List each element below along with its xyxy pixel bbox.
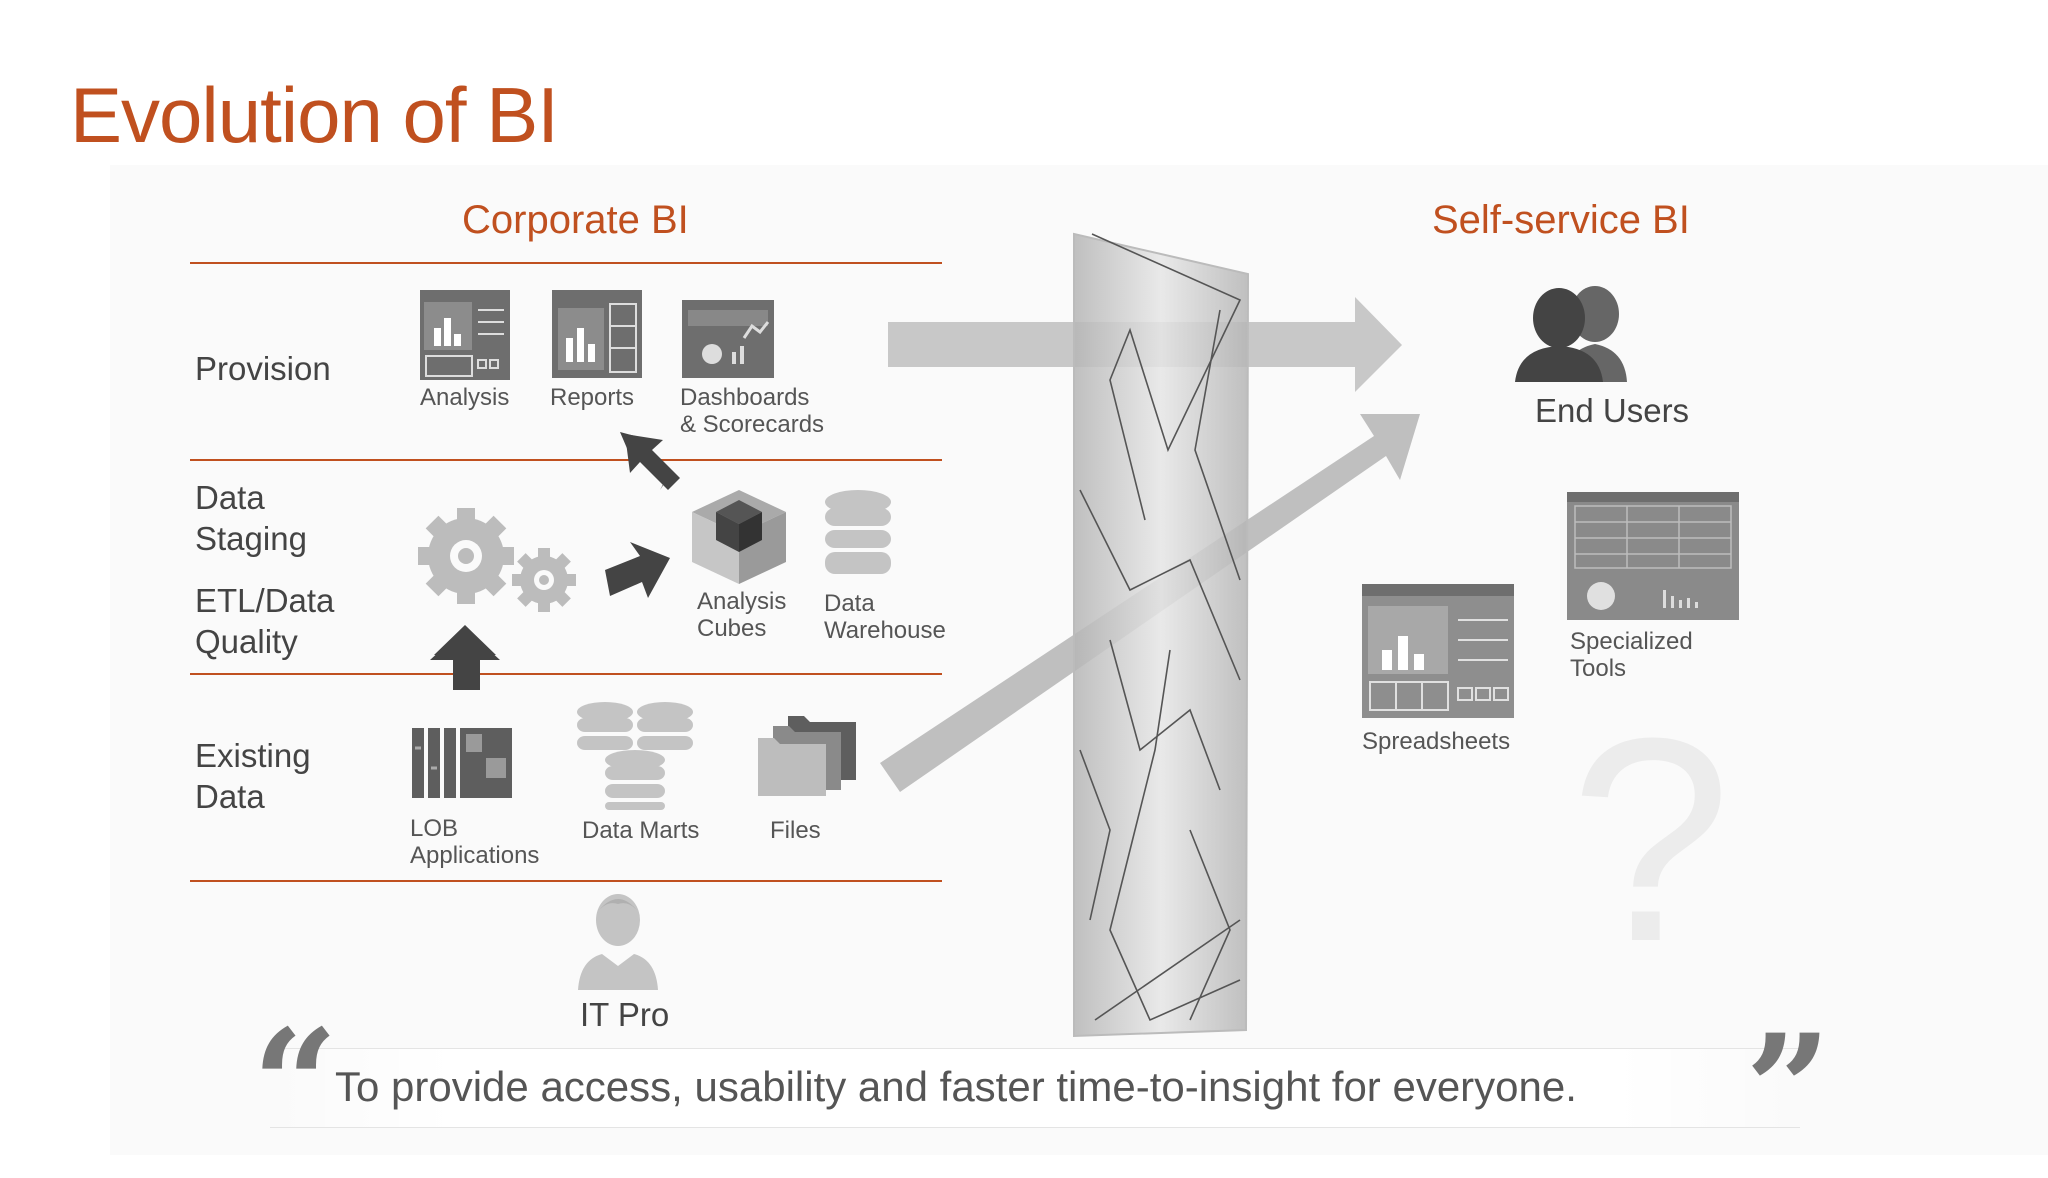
arrow-up-icon — [430, 628, 500, 690]
analysis-cubes-label: Analysis Cubes — [697, 588, 787, 642]
data-marts-label: Data Marts — [582, 817, 700, 844]
slide-title: Evolution of BI — [70, 71, 559, 159]
data-warehouse-icon — [825, 490, 891, 574]
quote-text: To provide access, usability and faster … — [335, 1063, 1577, 1110]
it-pro-person-icon — [578, 894, 658, 990]
reports-label: Reports — [550, 384, 635, 411]
end-users-icon — [1515, 286, 1627, 382]
open-quote-mark: “ — [252, 997, 339, 1173]
row-label-existing-data: Existing Data — [195, 737, 311, 815]
self-service-bi-heading: Self-service BI — [1432, 198, 1690, 242]
specialized-tools-label: Specialized Tools — [1570, 628, 1693, 682]
reports-icon — [552, 290, 642, 378]
flow-arrows — [430, 297, 1420, 792]
row-label-data-staging: Data Staging — [195, 479, 307, 557]
data-warehouse-label: Data Warehouse — [824, 590, 946, 644]
it-pro-label: IT Pro — [580, 996, 670, 1033]
analysis-label: Analysis — [420, 384, 510, 411]
divider — [190, 459, 942, 461]
data-marts-icon — [577, 702, 693, 810]
divider — [190, 880, 942, 882]
lob-applications-label: LOB Applications — [410, 815, 540, 869]
question-mark: ? — [1570, 678, 1732, 1002]
divider — [190, 262, 942, 264]
files-icon — [758, 716, 856, 796]
arrow-up-left-icon — [625, 434, 680, 490]
corporate-bi-heading: Corporate BI — [462, 198, 689, 242]
barrier-wall — [1073, 232, 1250, 1038]
end-users-label: End Users — [1535, 392, 1690, 429]
arrow-right-icon — [605, 542, 670, 598]
specialized-tools-icon — [1567, 492, 1739, 620]
analysis-cube-icon — [692, 490, 786, 584]
spreadsheets-icon — [1362, 584, 1514, 718]
files-label: Files — [770, 817, 821, 844]
row-label-provision: Provision — [195, 350, 331, 387]
gears-icon — [418, 508, 576, 612]
divider — [190, 673, 942, 675]
spreadsheets-label: Spreadsheets — [1362, 728, 1511, 755]
quote-banner — [270, 1048, 1800, 1128]
lob-applications-icon — [412, 728, 512, 798]
dashboard-icon — [682, 300, 774, 378]
analysis-icon — [420, 290, 510, 380]
close-quote-mark: ” — [1745, 1002, 1832, 1178]
dashboards-label: Dashboards & Scorecards — [680, 384, 825, 438]
row-label-etl-quality: ETL/Data Quality — [195, 582, 335, 660]
